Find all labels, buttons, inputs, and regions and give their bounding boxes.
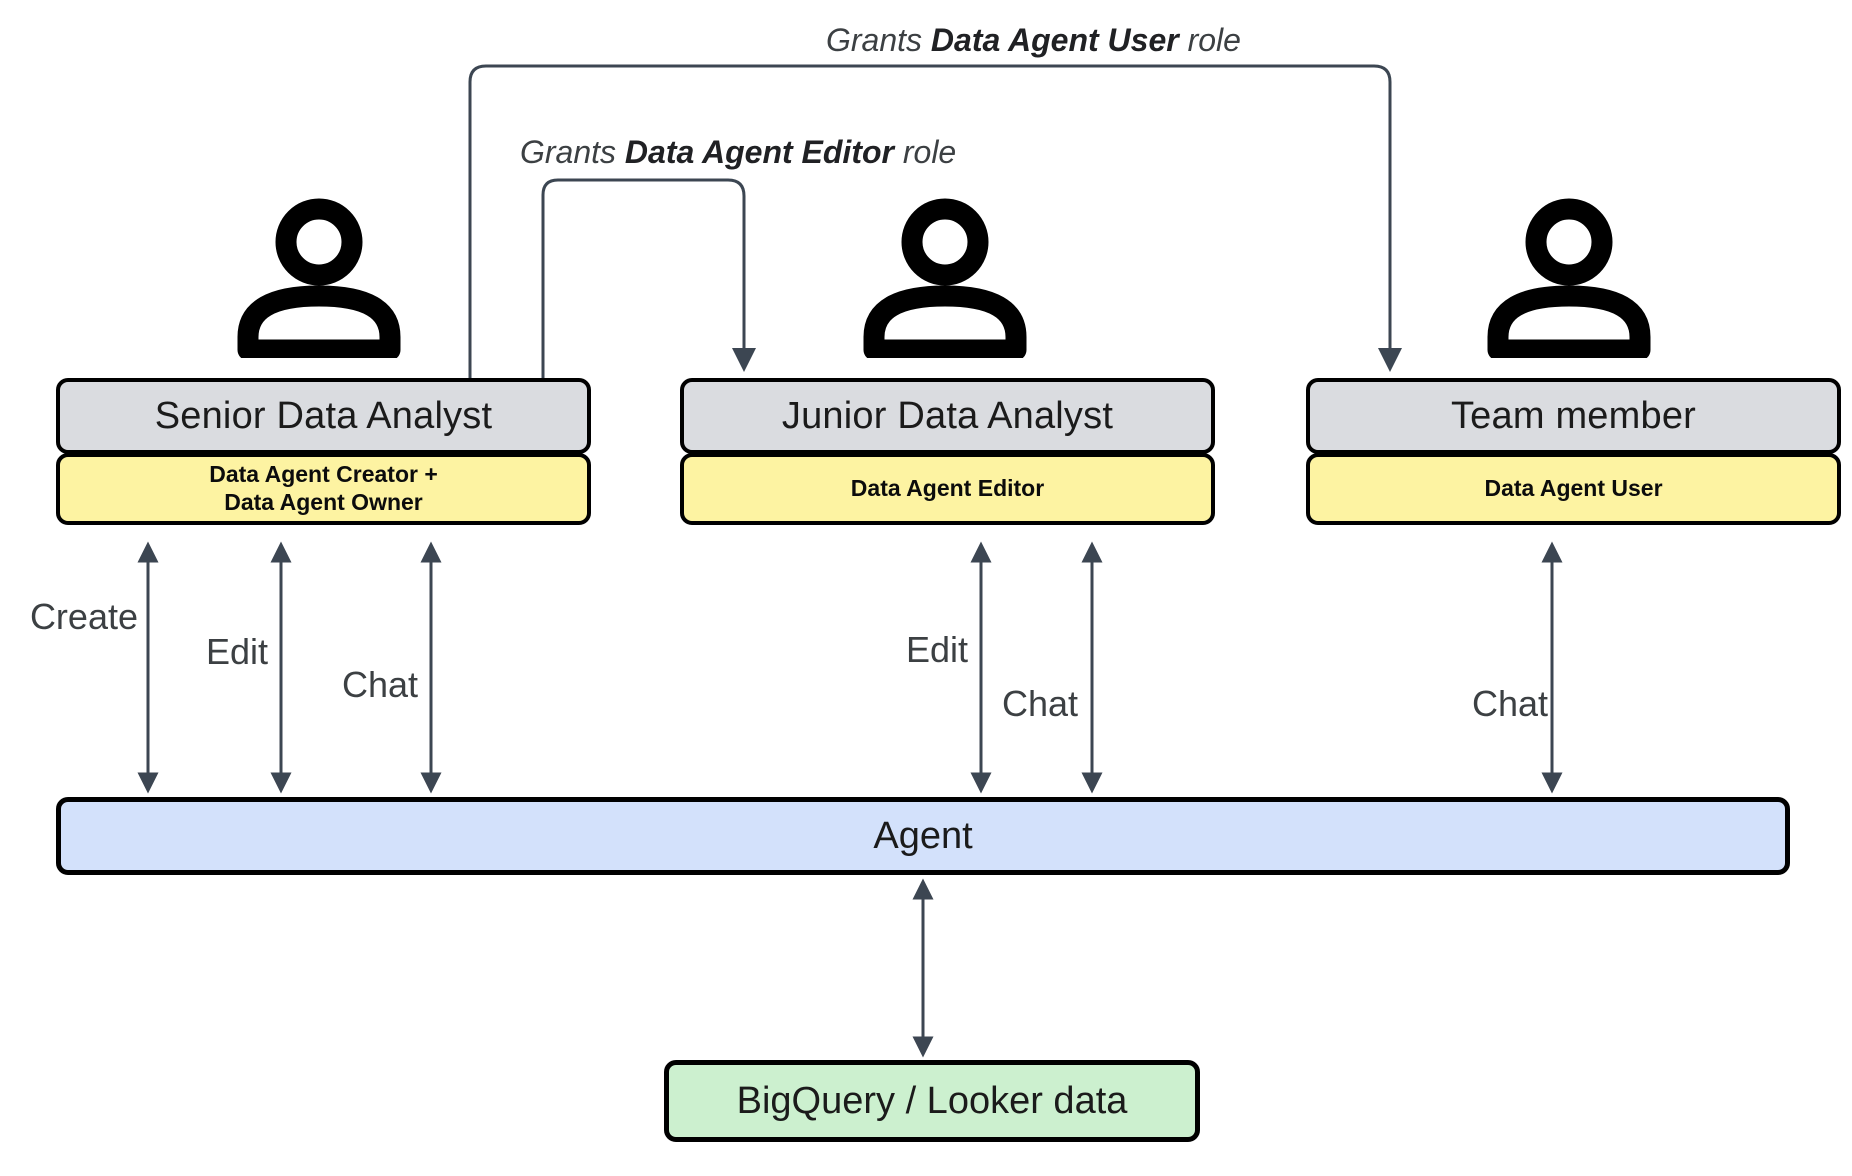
actor-permission-badge: Data Agent User <box>1306 453 1841 525</box>
grant-role-name: Data Agent User <box>930 22 1179 58</box>
flow-label-chat-senior: Chat <box>341 664 418 705</box>
data-source-node[interactable]: BigQuery / Looker data <box>664 1060 1200 1142</box>
actor-card-junior-data-analyst[interactable]: Junior Data Analyst Data Agent Editor <box>680 378 1215 525</box>
flow-label-edit-senior: Edit <box>205 631 268 672</box>
actor-role-label: Junior Data Analyst <box>680 378 1215 454</box>
actor-role-label: Senior Data Analyst <box>56 378 591 454</box>
actor-permission-badge: Data Agent Creator + Data Agent Owner <box>56 453 591 525</box>
person-icon-senior-data-analyst <box>234 198 404 358</box>
agent-node[interactable]: Agent <box>56 797 1790 875</box>
actor-role-label: Team member <box>1306 378 1841 454</box>
flow-label-chat-team-member: Chat <box>1471 683 1548 724</box>
grant-suffix: role <box>893 134 957 170</box>
grant-prefix: Grants <box>520 134 625 170</box>
flow-label-create: Create <box>29 596 138 637</box>
grant-prefix: Grants <box>826 22 931 58</box>
actor-card-senior-data-analyst[interactable]: Senior Data Analyst Data Agent Creator +… <box>56 378 591 525</box>
person-icon-junior-data-analyst <box>860 198 1030 358</box>
grant-role-name: Data Agent Editor <box>624 134 894 170</box>
grant-caption-data-agent-user: Grants Data Agent User role <box>826 22 1241 59</box>
actor-card-team-member[interactable]: Team member Data Agent User <box>1306 378 1841 525</box>
grant-caption-data-agent-editor: Grants Data Agent Editor role <box>520 134 956 171</box>
connector-grants-data-agent-editor <box>541 178 756 380</box>
actor-permission-badge: Data Agent Editor <box>680 453 1215 525</box>
flow-label-chat-junior: Chat <box>1001 683 1078 724</box>
flow-label-edit-junior: Edit <box>905 629 968 670</box>
grant-suffix: role <box>1178 22 1241 58</box>
person-icon-team-member <box>1484 198 1654 358</box>
